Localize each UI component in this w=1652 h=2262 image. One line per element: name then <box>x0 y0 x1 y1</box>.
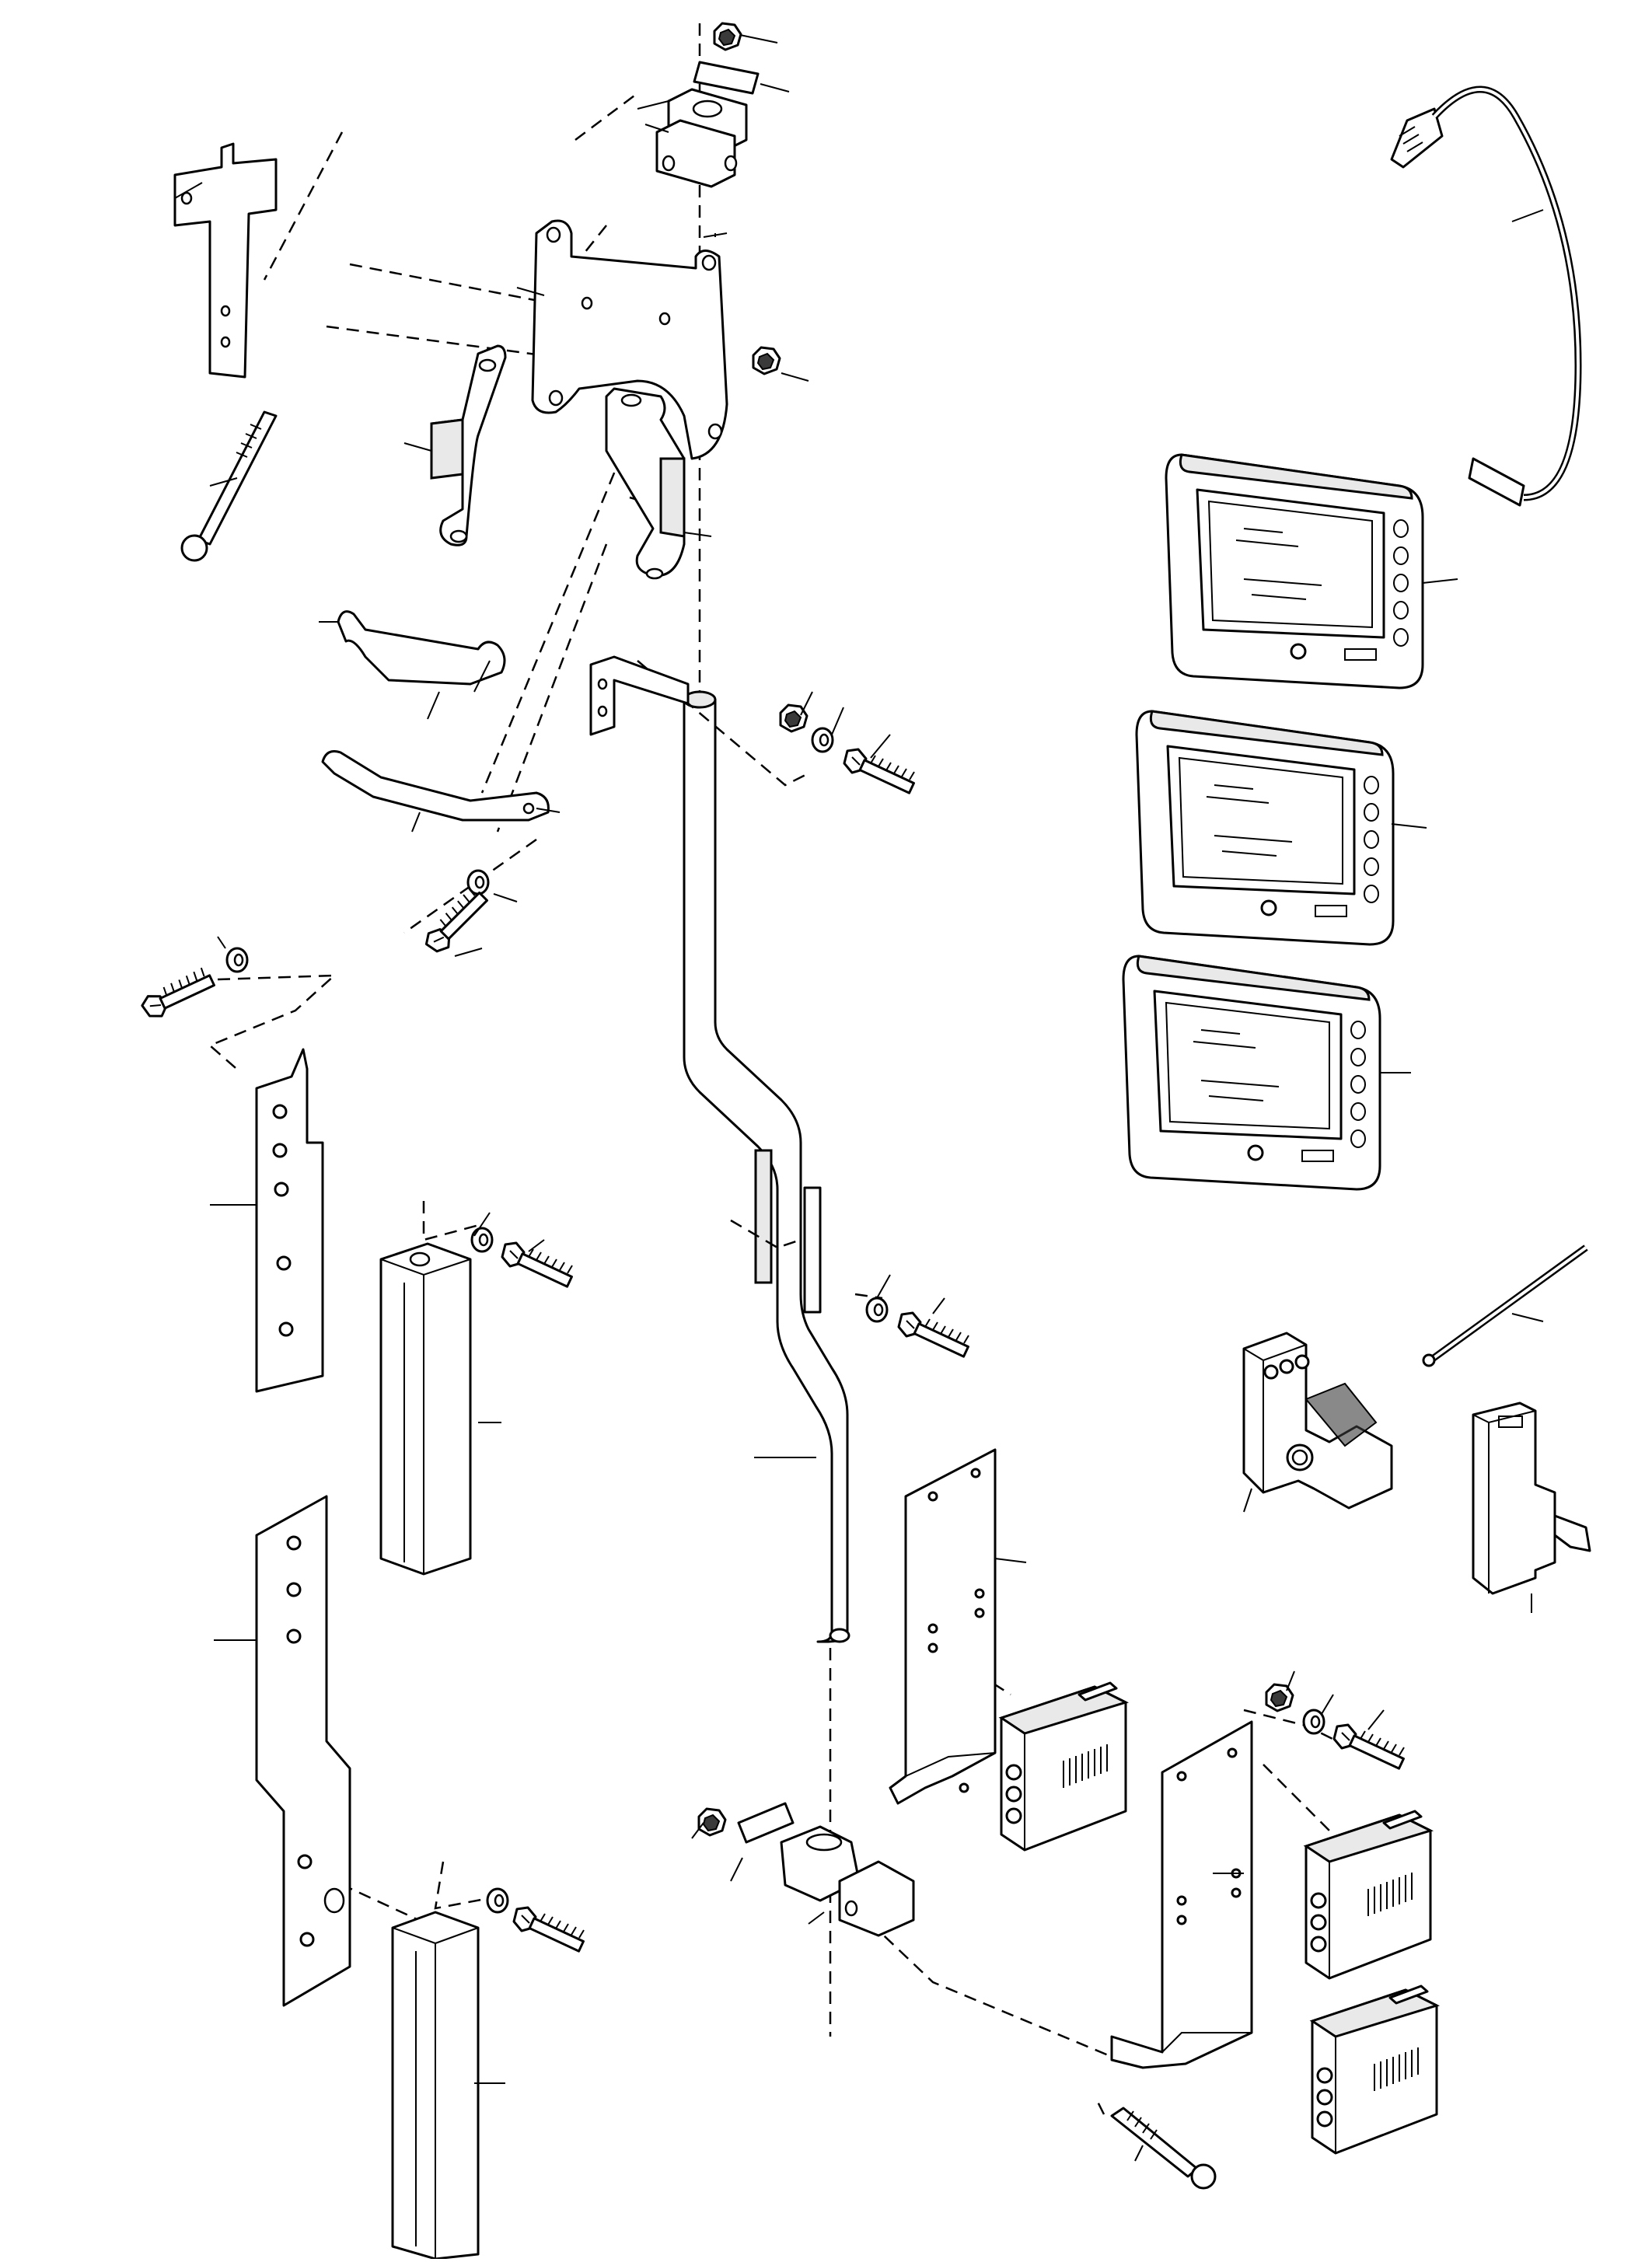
hook-2 <box>321 750 550 822</box>
side-plate-upper <box>255 1048 324 1393</box>
top-plate <box>531 219 781 460</box>
bottom-bolt <box>1110 2107 1217 2190</box>
leader-lines <box>174 34 1544 2162</box>
circuit-breaker <box>1472 1402 1591 1595</box>
cable <box>1390 86 1582 507</box>
monitor-2 <box>1135 710 1395 946</box>
side-plate-lower <box>255 1495 351 2007</box>
angle-bracket <box>589 655 690 736</box>
control-box-2 <box>1304 1810 1432 1980</box>
lower-clamp <box>737 1802 915 1937</box>
hook-1 <box>337 610 506 686</box>
box-plate-lower <box>1110 1720 1253 2069</box>
mast-tube <box>683 690 850 1643</box>
long-bolt <box>180 410 278 562</box>
control-box-3 <box>1311 1984 1438 2155</box>
wire <box>1422 1244 1588 1367</box>
box-plate-upper <box>889 1448 997 1805</box>
relay <box>1242 1332 1393 1510</box>
square-tube-upper <box>379 1242 472 1576</box>
square-tube-lower <box>391 1911 480 2260</box>
left-bracket <box>173 142 278 379</box>
monitor-1 <box>1165 453 1424 689</box>
monitor-3 <box>1122 955 1381 1191</box>
control-box-1 <box>1000 1681 1127 1852</box>
hook-bracket-right <box>605 387 686 580</box>
upper-clamp <box>655 22 760 188</box>
hook-bracket-left <box>430 344 507 546</box>
